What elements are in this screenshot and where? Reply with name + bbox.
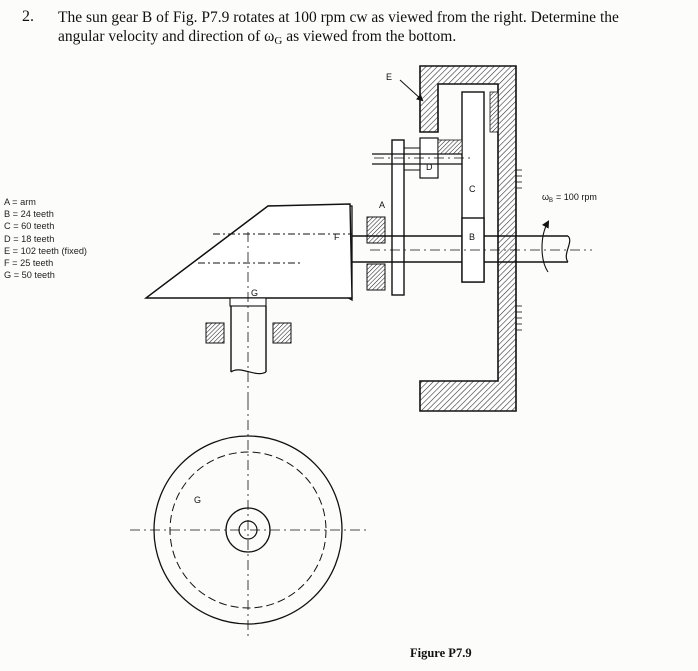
legend-arm: A = arm: [4, 197, 36, 207]
problem-number: 2.: [22, 8, 34, 25]
ring-gear-e: [419, 65, 522, 412]
output-shaft-g: [230, 306, 267, 375]
omega-symbol: ω: [542, 192, 549, 202]
legend-gear-d: D = 18 teeth: [4, 233, 55, 244]
omega-value: = 100 rpm: [556, 192, 597, 202]
omega-subscript-b: B: [549, 198, 553, 204]
label-d: D: [426, 162, 433, 172]
label-c: C: [469, 184, 476, 194]
legend-gear-e: E = 102 teeth (fixed): [4, 245, 87, 256]
label-f: F: [334, 232, 340, 242]
problem-line-2-end: as viewed from the bottom.: [282, 28, 457, 45]
omega-b-label: ωB= 100 rpm: [542, 192, 597, 204]
legend-gear-g: G = 50 teeth: [4, 270, 55, 281]
omega-subscript: G: [274, 35, 283, 47]
arm-a: [372, 139, 462, 296]
label-b: B: [469, 232, 475, 242]
gear-g-bottom-view: [130, 435, 366, 625]
bearing-left: [205, 322, 225, 344]
problem-statement: The sun gear B of Fig. P7.9 rotates at 1…: [58, 8, 688, 51]
label-g-bottom: G: [194, 495, 201, 505]
label-g-side: G: [251, 288, 258, 298]
figure-caption: Figure P7.9: [410, 646, 472, 660]
gear-legend: A = arm B = 24 teeth C = 60 teeth D = 18…: [4, 196, 87, 281]
legend-gear-b: B = 24 teeth: [4, 209, 54, 220]
label-e: E: [386, 72, 392, 82]
leader-e: [399, 79, 424, 102]
omega-b-arrow: [541, 220, 550, 273]
problem-line-2: angular velocity and direction of ω: [58, 28, 275, 45]
legend-gear-c: C = 60 teeth: [4, 221, 55, 232]
bearing-lower: [366, 263, 386, 291]
bearing-right: [272, 322, 292, 344]
sun-shaft: [352, 235, 571, 263]
label-a: A: [379, 200, 385, 210]
problem-line-1: The sun gear B of Fig. P7.9 rotates at 1…: [58, 9, 619, 26]
bevel-gear-g-side: [143, 203, 353, 307]
legend-gear-f: F = 25 teeth: [4, 258, 54, 269]
bearing-upper: [366, 216, 386, 244]
